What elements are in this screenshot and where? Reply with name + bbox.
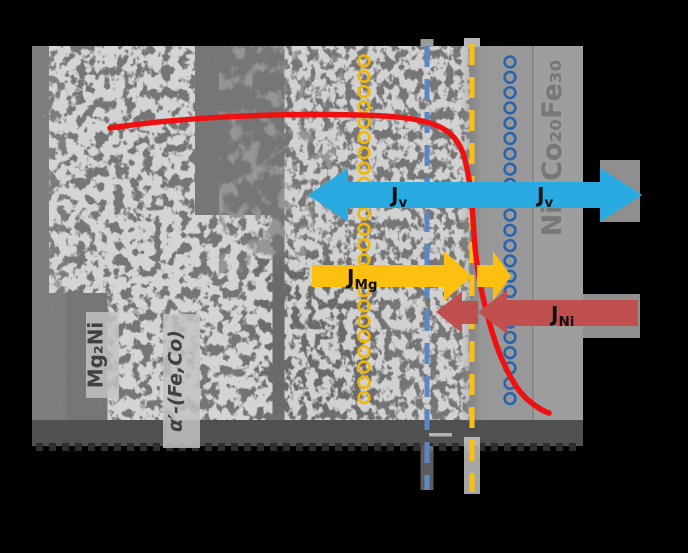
perforation-tick <box>270 443 277 451</box>
perforation-tick <box>400 443 407 451</box>
ni-flux-arrow-shape <box>478 290 638 334</box>
phase-label-mid-text: α′-(Fe,Co) <box>165 330 187 432</box>
phase-label-left-text: Mg₂Ni <box>84 322 108 389</box>
perforation-tick <box>322 443 329 451</box>
perforation-tick <box>140 443 147 451</box>
perforation-tick <box>361 443 368 451</box>
ni-flux-arrow: JNi <box>436 290 638 334</box>
perforation-tick <box>517 443 524 451</box>
perforation-tick <box>335 443 342 451</box>
perforation-tick <box>478 443 485 451</box>
perforation-tick <box>153 443 160 451</box>
phase-label-left: Mg₂Ni <box>84 312 119 398</box>
perforation-tick <box>556 443 563 451</box>
mg-flux-arrow-small-shape <box>477 251 511 301</box>
marker-ring <box>503 346 517 360</box>
perforation-tick <box>530 443 537 451</box>
phase-label-mid-box <box>163 314 200 448</box>
perforation-tick <box>387 443 394 451</box>
alloy-region-light <box>533 46 583 420</box>
perforation-tick <box>36 443 43 451</box>
perforation-tick <box>309 443 316 451</box>
marker-ring <box>357 390 371 405</box>
perforation-tick <box>491 443 498 451</box>
marker-ring <box>357 54 371 68</box>
perforation-tick <box>49 443 56 451</box>
perforation-tick <box>127 443 134 451</box>
marker-ring <box>357 360 371 374</box>
marker-ring <box>357 314 371 328</box>
alloy-boundary-line <box>532 46 534 420</box>
marker-ring <box>503 55 517 69</box>
perforation-tick <box>569 443 576 451</box>
marker-ring <box>357 299 371 313</box>
perforation-tick <box>374 443 381 451</box>
mg-flux-arrow: JMg <box>312 251 511 301</box>
marker-ring <box>503 254 517 268</box>
vacancy-flux-arrow: Jv Jv <box>308 168 642 222</box>
marker-ring <box>503 70 517 85</box>
perforation-tick <box>88 443 95 451</box>
backing-cap-blue-dash <box>420 39 434 47</box>
mg-flux-arrow-shape <box>312 251 472 301</box>
jmg-label: JMg <box>345 265 378 293</box>
marker-ring <box>503 116 517 130</box>
marker-ring <box>503 85 517 100</box>
perforation-tick <box>283 443 290 451</box>
marker-ring <box>503 101 517 115</box>
marker-ring <box>503 162 517 176</box>
marker-ring <box>503 238 517 253</box>
jni-label: JNi <box>549 302 574 330</box>
phase-label-left-box <box>86 312 119 398</box>
scattered-particles <box>56 46 480 420</box>
marker-ring <box>503 391 517 406</box>
perforation-tick <box>244 443 251 451</box>
marker-ring <box>357 375 371 389</box>
vacancy-flux-arrow-shape <box>308 168 642 222</box>
marker-ring <box>503 284 517 299</box>
perforation-tick <box>75 443 82 451</box>
phase-label-mid: α′-(Fe,Co) <box>163 314 200 448</box>
perforation-tick <box>114 443 121 451</box>
perforation-tick <box>504 443 511 451</box>
marker-ring <box>357 222 371 237</box>
backing-cap-gold-dash <box>464 38 480 47</box>
perforation-tick <box>101 443 108 451</box>
perforation-tick <box>543 443 550 451</box>
perforation-tick <box>296 443 303 451</box>
perforation-tick <box>62 443 69 451</box>
perforation-tick <box>205 443 212 451</box>
marker-ring <box>357 84 371 99</box>
perforation-tick <box>348 443 355 451</box>
jv-right-label: Jv <box>535 183 553 211</box>
marker-ring <box>503 208 517 222</box>
marker-ring <box>503 223 517 238</box>
ni-flux-arrow-small-shape <box>436 291 478 333</box>
marker-ring <box>357 345 371 359</box>
backing-strip-blue-dash <box>420 446 434 490</box>
marker-ring <box>357 100 371 114</box>
marker-ring <box>503 330 517 345</box>
marker-ring <box>357 161 371 175</box>
sem-scale-bar <box>429 433 452 437</box>
backing-strip-gold-dash <box>464 437 480 494</box>
marker-ring <box>503 147 517 161</box>
marker-ring <box>357 329 371 344</box>
marker-ring <box>357 146 371 160</box>
perforation-tick <box>231 443 238 451</box>
perforation-tick <box>257 443 264 451</box>
marker-ring <box>357 130 371 145</box>
marker-ring <box>503 131 517 146</box>
marker-ring <box>357 207 371 221</box>
perforation-tick <box>413 443 420 451</box>
perforation-tick <box>218 443 225 451</box>
sem-info-bar <box>32 420 583 446</box>
perforation-tick <box>439 443 446 451</box>
perforation-tick <box>452 443 459 451</box>
marker-ring <box>357 237 371 252</box>
marker-ring <box>357 69 371 84</box>
jv-left-label: Jv <box>389 183 407 211</box>
